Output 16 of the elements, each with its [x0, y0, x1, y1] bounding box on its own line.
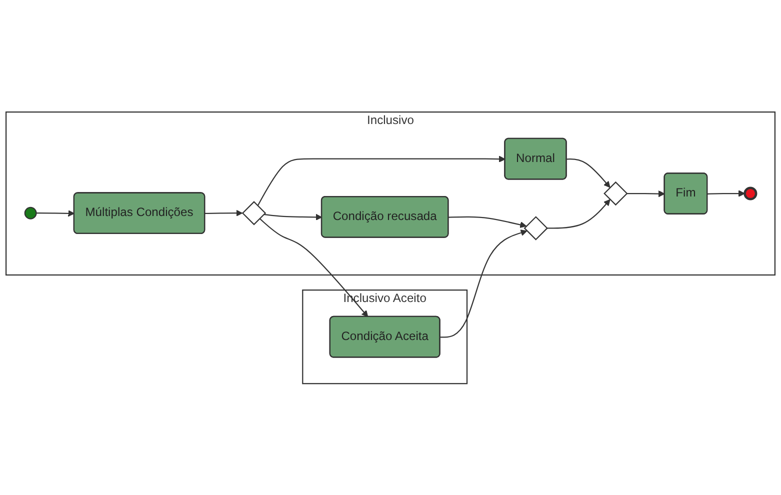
arrow — [566, 158, 610, 188]
arrow — [257, 155, 506, 206]
arrow — [440, 229, 528, 338]
arrow — [448, 216, 527, 228]
node-circle — [24, 206, 37, 220]
node-circle — [744, 186, 758, 200]
arrow — [546, 198, 610, 228]
node-diamond — [242, 200, 266, 225]
node-diamond — [524, 216, 548, 240]
node-diamond — [604, 181, 628, 206]
arrow — [626, 190, 665, 197]
arrow — [259, 218, 368, 317]
arrow — [707, 190, 746, 196]
arrow — [36, 210, 75, 216]
arrow — [204, 209, 243, 216]
arrow — [264, 213, 322, 220]
